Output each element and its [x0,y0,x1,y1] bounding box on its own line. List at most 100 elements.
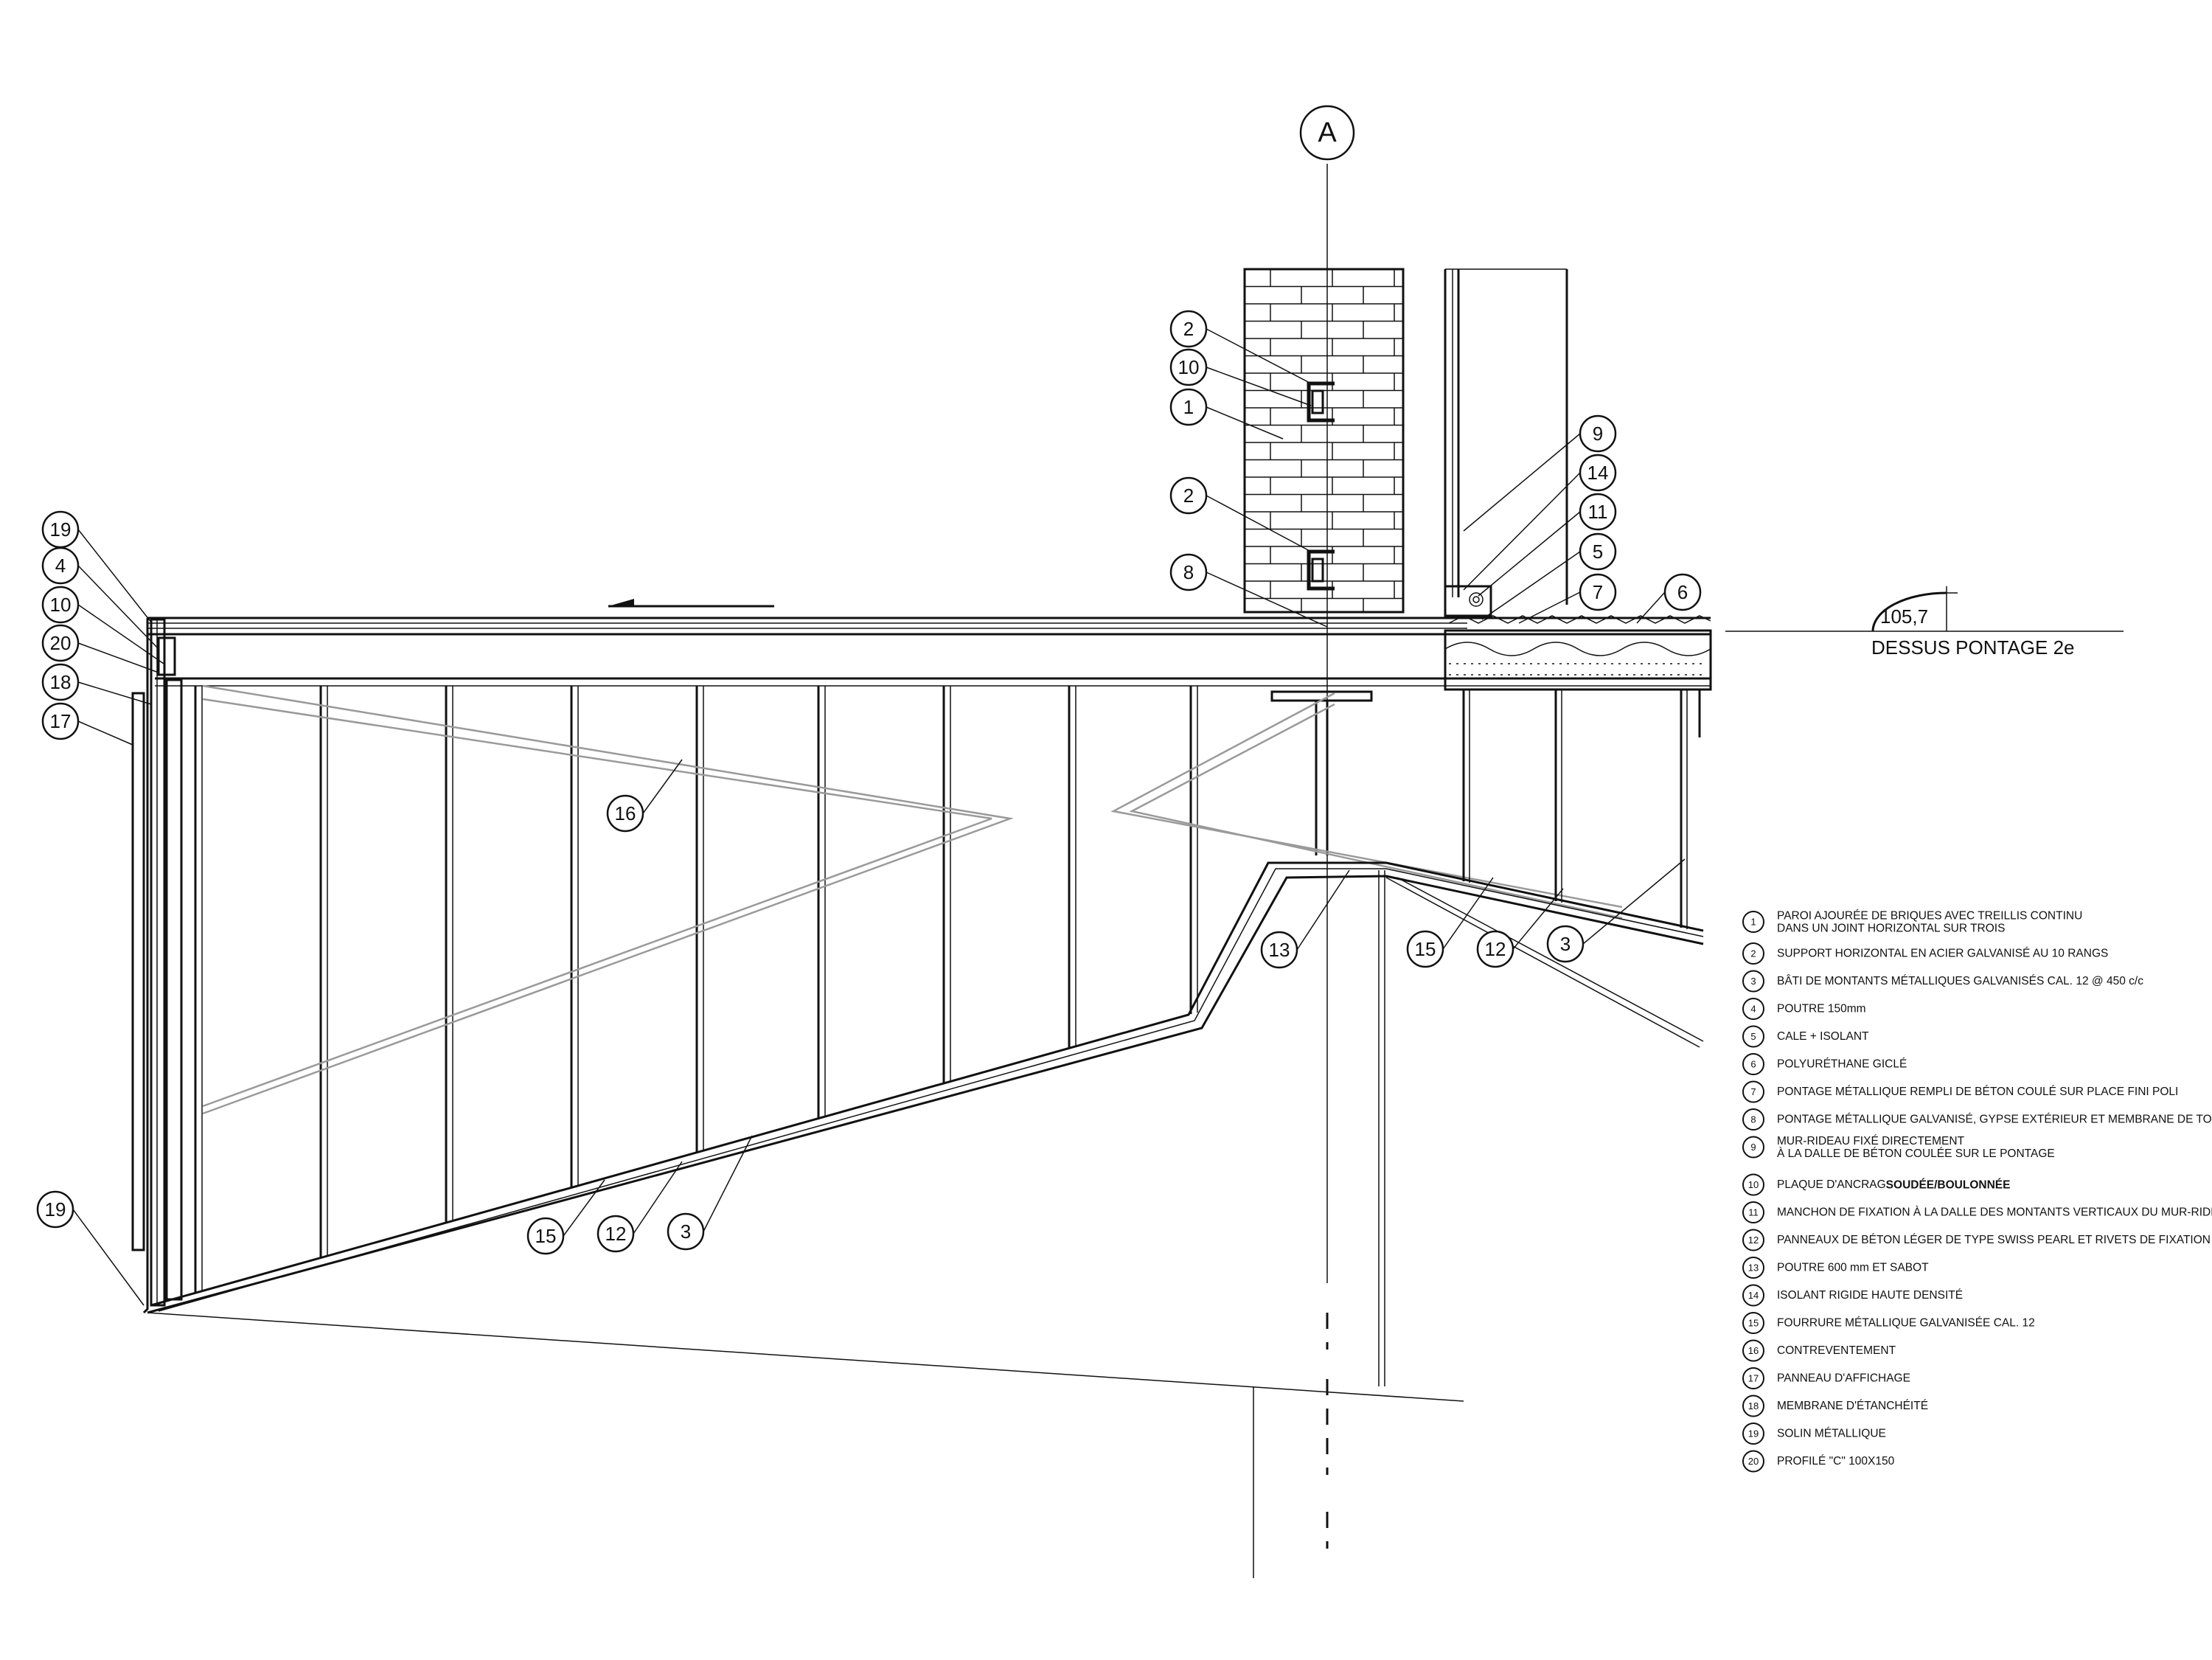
legend-number: 7 [1742,1080,1764,1103]
legend-item: 2 SUPPORT HORIZONTAL EN ACIER GALVANISÉ A… [1742,942,2108,965]
legend-item: 14 ISOLANT RIGIDE HAUTE DENSITÉ [1742,1284,1963,1307]
legend-number: 10 [1742,1173,1764,1196]
callout-right-4: 7 [1518,573,1617,624]
brick-support-angles [1307,381,1335,591]
legend-text: DANS UN JOINT HORIZONTAL SUR TROIS [1777,923,2005,935]
svg-text:9: 9 [1750,1142,1756,1153]
legend-text: PROFILÉ "C" 100X150 [1777,1455,1895,1468]
legend-number: 2 [1742,942,1764,965]
svg-text:11: 11 [1748,1207,1759,1218]
grid-marker-a: A [1299,105,1355,161]
svg-text:12: 12 [1748,1234,1759,1246]
svg-text:12: 12 [605,1223,627,1245]
legend-number: 14 [1742,1284,1764,1307]
callout-ur-12: 12 [1476,888,1564,968]
legend-item: 16 CONTREVENTEMENT [1742,1339,1896,1362]
legend: 1 PAROI AJOURÉE DE BRIQUES AVEC TREILLIS … [1742,910,2212,1473]
legend-item: 5 CALE + ISOLANT [1742,1025,1869,1048]
svg-text:19: 19 [1748,1428,1759,1440]
legend-text: POUTRE 150mm [1777,1003,1866,1015]
svg-text:4: 4 [1750,1004,1756,1015]
callout-right-0: 9 [1463,414,1617,532]
concrete-slab [1444,615,1712,691]
svg-text:13: 13 [1269,939,1290,961]
steel-beam-600 [1270,690,1385,1386]
legend-number: 18 [1742,1395,1764,1417]
svg-text:11: 11 [1588,501,1608,523]
callout-bl: 19 [36,1190,145,1306]
stud-frame [194,686,1198,1293]
legend-text: CALE + ISOLANT [1777,1030,1869,1043]
right-studs [1462,690,1701,929]
callout-ur-15: 15 [1406,877,1494,968]
svg-text:1: 1 [1750,917,1756,928]
svg-text:10: 10 [1748,1179,1759,1190]
legend-item: 19 SOLIN MÉTALLIQUE [1742,1423,1886,1445]
svg-text:19: 19 [50,518,72,541]
svg-text:8: 8 [1750,1114,1756,1125]
svg-text:7: 7 [1750,1086,1756,1097]
svg-text:6: 6 [1750,1059,1756,1070]
roof-deck [147,599,1711,687]
callout-brick-2b: 2 [1169,476,1312,552]
legend-number: 16 [1742,1339,1764,1362]
callout-right-5: 6 [1636,573,1702,624]
callout-right-1: 14 [1463,454,1617,591]
legend-text: PLAQUE D'ANCRAGSOUDÉE/BOULONNÉE [1777,1178,2010,1191]
callout-right-2: 11 [1478,493,1617,597]
svg-text:20: 20 [1748,1456,1759,1467]
legend-text: CONTREVENTEMENT [1777,1344,1896,1357]
svg-text:15: 15 [1415,938,1436,960]
legend-text: ISOLANT RIGIDE HAUTE DENSITÉ [1777,1289,1963,1302]
legend-number: 15 [1742,1312,1764,1334]
callout-right-3: 5 [1481,532,1617,620]
legend-text: PANNEAU D'AFFICHAGE [1777,1372,1910,1385]
svg-text:19: 19 [45,1198,66,1220]
callout-ul-3: 3 [667,1135,753,1251]
svg-text:16: 16 [1748,1345,1759,1356]
callout-tl-1: 4 [41,546,159,650]
legend-item: 13 POUTRE 600 mm ET SABOT [1742,1257,1929,1279]
svg-text:8: 8 [1183,561,1194,583]
legend-text: PAROI AJOURÉE DE BRIQUES AVEC TREILLIS C… [1777,910,2082,923]
legend-text: PONTAGE MÉTALLIQUE REMPLI DE BÉTON COULÉ… [1777,1086,2178,1098]
callout-bracing: 16 [606,759,683,833]
legend-item: 4 POUTRE 150mm [1742,998,1866,1020]
legend-item: 20 PROFILÉ "C" 100X150 [1742,1450,1895,1473]
legend-text: MEMBRANE D'ÉTANCHÉITÉ [1777,1400,1928,1412]
legend-bold-text: SOUDÉE/BOULONNÉE [1886,1178,2011,1191]
svg-text:14: 14 [1748,1290,1759,1301]
svg-text:9: 9 [1593,423,1603,445]
bracing [202,684,1623,1115]
legend-number: 5 [1742,1025,1764,1048]
legend-number: 19 [1742,1423,1764,1445]
svg-text:18: 18 [1748,1400,1759,1411]
legend-text: POUTRE 600 mm ET SABOT [1777,1262,1929,1274]
callout-tl-4: 18 [41,663,152,705]
legend-number: 6 [1742,1053,1764,1075]
legend-number: 1 [1742,911,1764,933]
svg-text:13: 13 [1748,1263,1759,1274]
svg-text:7: 7 [1593,581,1603,603]
svg-text:3: 3 [1560,933,1571,955]
svg-text:10: 10 [1178,356,1200,378]
legend-text: BÂTI DE MONTANTS MÉTALLIQUES GALVANISÉS … [1777,975,2143,987]
legend-item: 1 PAROI AJOURÉE DE BRIQUES AVEC TREILLIS … [1742,910,2082,935]
callout-ul-12: 12 [597,1161,683,1253]
legend-text: MANCHON DE FIXATION À LA DALLE DES MONTA… [1777,1206,2212,1219]
svg-text:16: 16 [615,802,636,824]
legend-text: SUPPORT HORIZONTAL EN ACIER GALVANISÉ AU… [1777,948,2108,960]
legend-text: SOLIN MÉTALLIQUE [1777,1428,1886,1440]
legend-text: FOURRURE MÉTALLIQUE GALVANISÉE CAL. 12 [1777,1317,2035,1330]
svg-text:1: 1 [1183,396,1194,418]
svg-text:15: 15 [535,1225,557,1247]
svg-text:6: 6 [1677,581,1688,603]
callout-tl-5: 17 [41,702,133,746]
fascia-edge [131,618,183,1314]
callout-ur-3: 3 [1546,858,1686,963]
